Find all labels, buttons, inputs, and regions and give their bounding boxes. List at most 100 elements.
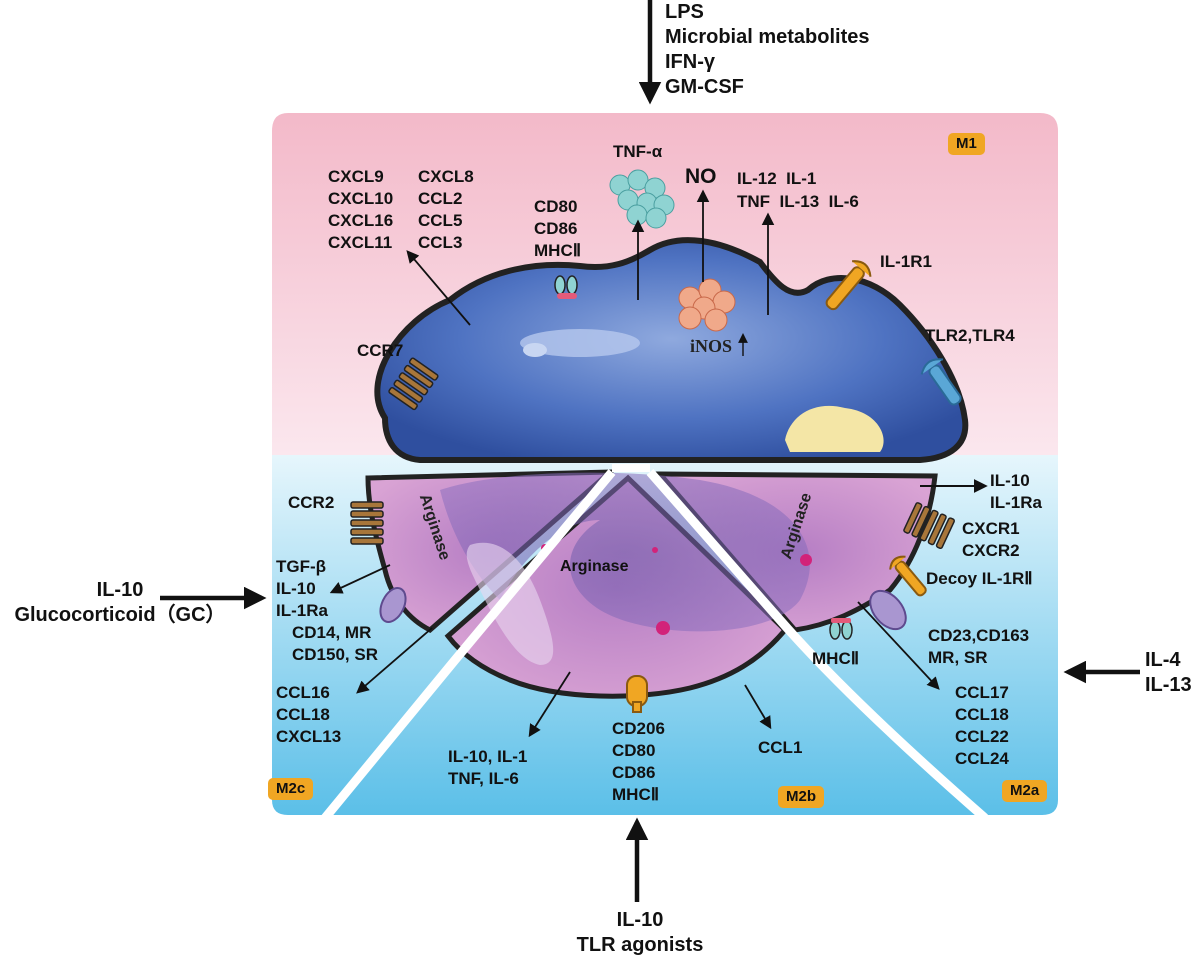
m1-cell-highlight-small xyxy=(523,343,547,357)
decoy-il1r2-label: Decoy IL-1RⅡ xyxy=(926,569,1033,588)
chemokine: CCL16 xyxy=(276,683,330,702)
surface-marker: CD80 xyxy=(534,197,578,216)
chemokine: CCL18 xyxy=(955,705,1009,724)
m2a-markers: CD23,CD163 MR, SR xyxy=(928,625,1029,669)
m1-cell-body xyxy=(374,237,969,463)
m1-chemokines-left: CXCL9 CXCL10 CXCL16 CXCL11 xyxy=(328,166,393,254)
chemokine: CCL2 xyxy=(418,189,463,208)
receptor-marker: CD14, MR xyxy=(292,623,372,642)
chemokine: CXCL10 xyxy=(328,189,394,208)
chemokine: CCL22 xyxy=(955,727,1009,746)
surface-marker: CD86 xyxy=(612,763,656,782)
surface-marker: MHCⅡ xyxy=(534,241,582,260)
arrow-m2a-chemokines xyxy=(857,601,940,690)
receptor-marker: CXCR1 xyxy=(962,519,1020,538)
m1-cytokines-row2: TNF IL-13 IL-6 xyxy=(737,192,859,211)
m2-nucleus xyxy=(440,472,810,632)
tnf-alpha-particles xyxy=(609,169,675,229)
m1-stimulus: LPS xyxy=(665,1,704,23)
m2a-mhc-label: MHCⅡ xyxy=(812,649,860,668)
m2a-receptors: CXCR1 CXCR2 xyxy=(962,518,1020,562)
inos-label: iNOS xyxy=(690,336,733,356)
arrow-m2c-secreted xyxy=(329,564,391,594)
m2c-receptor-icon xyxy=(379,587,407,623)
m2c-receptors: CD14, MR CD150, SR xyxy=(292,622,378,666)
m1-badge: M1 xyxy=(948,133,985,155)
receptor-marker: CD150, SR xyxy=(292,645,378,664)
cxcr-receptor-icon xyxy=(903,502,955,550)
decoy-il1r2-receptor-icon xyxy=(889,555,927,597)
cytokine: TNF, IL-6 xyxy=(448,769,519,788)
chemokine: CCL5 xyxy=(418,211,463,230)
chemokine: CCL18 xyxy=(276,705,330,724)
arrow-m2b-ccl1 xyxy=(744,684,772,730)
m2-dot xyxy=(652,547,658,553)
tlr-receptor-icon xyxy=(920,358,962,406)
arrow-chemokines xyxy=(406,250,471,326)
m1-cell-highlight xyxy=(520,329,640,357)
m2c-stimulus: Glucocorticoid（GC） xyxy=(14,604,226,626)
chemokine: CCL17 xyxy=(955,683,1009,702)
secreted-factor: IL-10 xyxy=(990,471,1030,490)
m2c-badge: M2c xyxy=(268,778,314,800)
m2b-stimulus: IL-10 xyxy=(616,909,664,931)
m1-stimulus: Microbial metabolites xyxy=(665,26,870,48)
m2c-chemokines: CCL16 CCL18 CXCL13 xyxy=(276,682,341,748)
m2a-stimulus: IL-4 xyxy=(1145,649,1181,671)
m1-stimulus: GM-CSF xyxy=(665,76,744,98)
secreted-factor: TGF-β xyxy=(276,557,327,576)
ccr2-receptor-icon xyxy=(350,501,384,545)
m2b-stimulus: TLR agonists xyxy=(576,934,704,956)
m1-cytokines-row1: IL-12 IL-1 xyxy=(737,169,817,188)
ccr2-label: CCR2 xyxy=(288,493,335,512)
m2c-secreted: TGF-β IL-10 IL-1Ra xyxy=(276,556,328,622)
tlr-label: TLR2,TLR4 xyxy=(925,326,1015,345)
chemokine: CXCL16 xyxy=(328,211,394,230)
surface-marker: CD206 xyxy=(612,719,665,738)
secreted-factor: IL-1Ra xyxy=(276,601,328,620)
tnf-alpha-label: TNF-α xyxy=(613,142,663,161)
m2a-receptor-icon xyxy=(869,589,907,631)
m2a-mhc-receptor-icon xyxy=(829,618,853,640)
chemokine: CCL24 xyxy=(955,749,1009,768)
ccr7-label: CCR7 xyxy=(357,341,404,360)
divider-left xyxy=(321,469,616,821)
receptor-marker: CXCR2 xyxy=(962,541,1020,560)
m2b-stimuli: IL-10 TLR agonists xyxy=(540,908,740,958)
chemokine: CXCL9 xyxy=(328,167,384,186)
arrow-m2c-chemokines xyxy=(356,627,433,694)
chemokine: CCL3 xyxy=(418,233,463,252)
cd206-receptor-icon xyxy=(626,675,648,713)
ccr7-receptor-icon xyxy=(388,357,439,411)
m1-nucleus-blob xyxy=(785,405,884,452)
m2b-surface-markers: CD206 CD80 CD86 MHCⅡ xyxy=(612,718,665,806)
surface-marker: CD23,CD163 xyxy=(928,626,1030,645)
m2c-stimuli: IL-10 Glucocorticoid（GC） xyxy=(0,578,240,628)
m2a-chemokines: CCL17 CCL18 CCL22 CCL24 xyxy=(955,682,1009,770)
m1-stimulus: IFN-γ xyxy=(665,51,715,73)
m2-highlight xyxy=(466,542,554,665)
m1-stimuli: LPS Microbial metabolites IFN-γ GM-CSF xyxy=(665,0,870,100)
m1-surface-markers: CD80 CD86 MHCⅡ xyxy=(534,196,581,262)
m2b-arginase-label: Arginase xyxy=(560,558,629,575)
m2b-badge: M2b xyxy=(778,786,824,808)
il1r1-label: IL-1R1 xyxy=(880,252,932,271)
chemokine: CXCL13 xyxy=(276,727,342,746)
m2a-stimuli: IL-4 IL-13 xyxy=(1145,648,1192,698)
chemokine: CXCL8 xyxy=(418,167,474,186)
no-label: NO xyxy=(685,165,717,188)
surface-marker: MHCⅡ xyxy=(612,785,660,804)
divider-right xyxy=(646,469,988,822)
m2-dot xyxy=(656,621,670,635)
m1-chemokines-right: CXCL8 CCL2 CCL5 CCL3 xyxy=(418,166,474,254)
m2c-stimulus: IL-10 xyxy=(96,579,144,601)
surface-marker: MR, SR xyxy=(928,648,988,667)
m2a-stimulus: IL-13 xyxy=(1145,674,1192,696)
chemokine: CXCL11 xyxy=(328,233,393,252)
ccl1-label: CCL1 xyxy=(758,738,803,757)
surface-marker: CD80 xyxy=(612,741,656,760)
m2b-cytokines: IL-10, IL-1 TNF, IL-6 xyxy=(448,746,527,790)
il1r1-receptor-icon xyxy=(825,260,872,311)
inos-particles xyxy=(678,278,736,332)
